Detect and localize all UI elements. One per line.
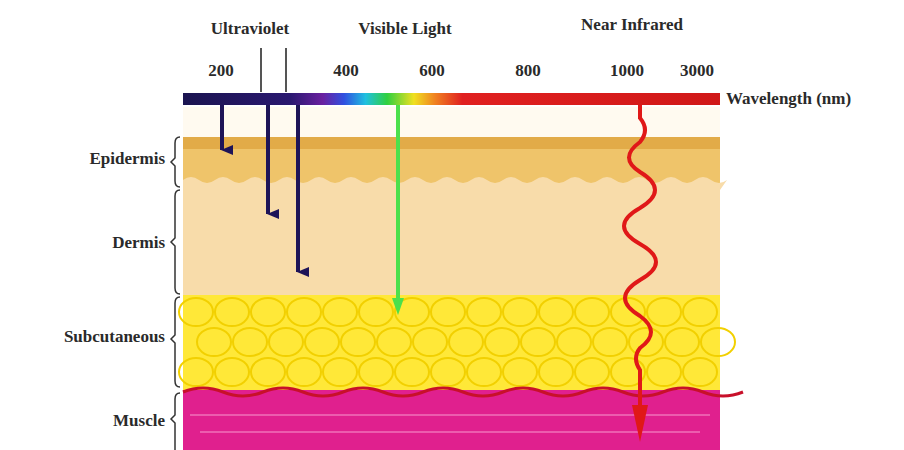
tick-number: 600 [419, 62, 445, 81]
layer-label: Subcutaneous [64, 328, 165, 347]
tick-number: 1000 [610, 62, 644, 81]
tick-number: 800 [515, 62, 541, 81]
layer-label: Muscle [113, 412, 165, 431]
band-label: Ultraviolet [211, 20, 289, 39]
band-label: Near Infrared [581, 16, 683, 35]
tick-number: 3000 [680, 62, 714, 81]
tick-number: 200 [208, 62, 234, 81]
layer-label: Epidermis [89, 150, 165, 169]
layer-label: Dermis [112, 234, 165, 253]
band-label: Visible Light [358, 20, 451, 39]
tick-number: 400 [333, 62, 359, 81]
axis-label: Wavelength (nm) [726, 90, 851, 109]
